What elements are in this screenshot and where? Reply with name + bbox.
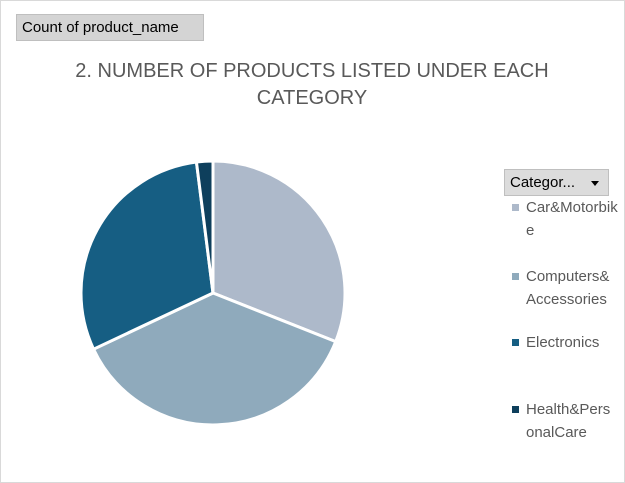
legend-label: Electronics: [526, 334, 600, 351]
legend-label: Health&PersonalCare: [526, 401, 611, 441]
legend-label: Car&Motorbike: [526, 199, 618, 239]
legend-swatch: [512, 273, 519, 280]
legend-swatch: [512, 204, 519, 211]
chart-title: 2. NUMBER OF PRODUCTS LISTED UNDER EACH …: [75, 60, 549, 109]
legend-item[interactable]: Electronics: [512, 331, 622, 354]
pie-slice-car-motorbike[interactable]: [211, 159, 347, 344]
legend-swatch: [512, 339, 519, 346]
legend-item[interactable]: Health&PersonalCare: [512, 398, 622, 444]
value-field-label: Count of product_name: [22, 19, 179, 36]
legend-item[interactable]: Car&Motorbike: [512, 196, 622, 242]
dropdown-arrow-icon[interactable]: [591, 181, 599, 186]
legend-item[interactable]: Computers&Accessories: [512, 265, 622, 311]
legend-swatch: [512, 406, 519, 413]
pie-slice-health-personalcare[interactable]: [194, 159, 215, 295]
legend-category-filter[interactable]: Categor...: [504, 169, 609, 196]
value-field-button[interactable]: Count of product_name: [16, 14, 204, 41]
legend-filter-label: Categor...: [510, 174, 576, 191]
pie-slice-electronics[interactable]: [79, 160, 215, 351]
pie-slice-computers-accessories[interactable]: [92, 291, 338, 427]
legend-label: Computers&Accessories: [526, 268, 610, 308]
